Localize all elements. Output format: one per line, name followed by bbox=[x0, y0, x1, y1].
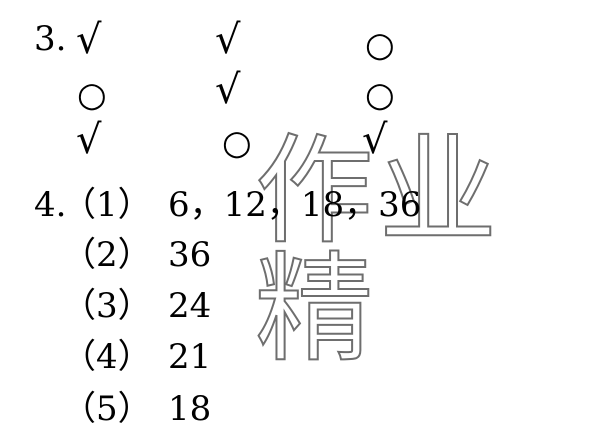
question-3-number: 3. bbox=[34, 19, 67, 59]
q4-part-2-answer: 36 bbox=[168, 235, 212, 275]
q4-part-3-answer: 24 bbox=[168, 286, 212, 326]
q3-r2c1-circle: ○ bbox=[77, 75, 107, 115]
q4-part-1-label: （1） bbox=[62, 185, 152, 225]
q3-r3c1-check: √ bbox=[76, 117, 102, 163]
q4-part-1-answer: 6，12，18，36 bbox=[168, 185, 422, 225]
q3-r3c3-check: √ bbox=[362, 117, 388, 163]
q4-part-5-label: （5） bbox=[62, 389, 152, 429]
q3-r2c2-check: √ bbox=[215, 67, 241, 113]
q3-r1c1-check: √ bbox=[76, 17, 102, 63]
q3-r1c2-check: √ bbox=[215, 17, 241, 63]
watermark: 作业精 bbox=[254, 122, 504, 378]
q4-part-3-label: （3） bbox=[62, 286, 152, 326]
q3-r2c3-circle: ○ bbox=[365, 75, 395, 115]
q3-r3c2-circle: ○ bbox=[222, 123, 252, 163]
q3-r1c3-circle: ○ bbox=[365, 25, 395, 65]
q4-part-4-label: （4） bbox=[62, 337, 152, 377]
q4-part-4-answer: 21 bbox=[168, 337, 212, 377]
question-4-number: 4. bbox=[34, 185, 67, 225]
q4-part-5-answer: 18 bbox=[168, 389, 212, 429]
q4-part-2-label: （2） bbox=[62, 235, 152, 275]
